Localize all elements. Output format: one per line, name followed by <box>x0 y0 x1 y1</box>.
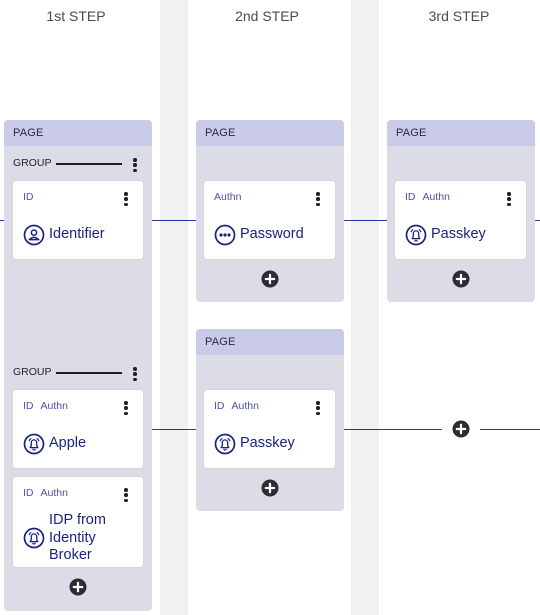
card-menu-button[interactable] <box>121 400 131 416</box>
factor-card-identifier[interactable]: ID Identifier <box>13 181 143 259</box>
user-circle-icon <box>23 224 45 246</box>
tag-authn: Authn <box>422 191 450 203</box>
plus-circle-icon <box>261 479 279 497</box>
group-label: GROUP <box>13 366 52 378</box>
card-menu-button[interactable] <box>504 191 514 207</box>
group-label: GROUP <box>13 157 52 169</box>
factor-tags: ID Authn <box>23 400 75 412</box>
factor-card-idp[interactable]: ID Authn IDP from Identity Broker <box>13 477 143 567</box>
group-menu-button[interactable] <box>130 157 140 173</box>
tag-authn: Authn <box>214 191 242 203</box>
card-menu-button[interactable] <box>121 191 131 207</box>
page-step2-a: PAGE Authn Password <box>196 120 344 302</box>
plus-circle-icon <box>452 420 470 438</box>
factor-tags: ID Authn <box>405 191 457 203</box>
add-page-button[interactable] <box>452 420 470 438</box>
add-factor-button[interactable] <box>452 270 470 288</box>
factor-card-apple[interactable]: ID Authn Apple <box>13 390 143 468</box>
add-factor-button[interactable] <box>69 578 87 596</box>
group-divider <box>56 163 122 165</box>
tag-authn: Authn <box>40 400 68 412</box>
factor-tags: ID Authn <box>214 400 266 412</box>
factor-card-passkey[interactable]: ID Authn Passkey <box>395 181 526 259</box>
factor-label: IDP from Identity Broker <box>49 512 106 563</box>
group-header: GROUP <box>13 156 147 172</box>
factor-card-passkey[interactable]: ID Authn Passkey <box>204 390 335 468</box>
tag-id: ID <box>405 191 416 203</box>
connector-line <box>152 220 196 221</box>
alarm-bell-icon <box>23 433 45 455</box>
tag-id: ID <box>23 400 34 412</box>
factor-tags: ID Authn <box>23 487 75 499</box>
alarm-bell-icon <box>23 527 45 549</box>
plus-circle-icon <box>452 270 470 288</box>
factor-label: Identifier <box>49 226 105 243</box>
card-menu-button[interactable] <box>121 487 131 503</box>
step-lane-bg-1 <box>160 0 188 615</box>
step-lane-bg-2 <box>351 0 379 615</box>
page-step3: PAGE ID Authn Passkey <box>387 120 535 302</box>
card-menu-button[interactable] <box>313 400 323 416</box>
page-header: PAGE <box>196 329 344 355</box>
alarm-bell-icon <box>214 433 236 455</box>
step-header-3: 3rd STEP <box>428 8 490 24</box>
group-menu-button[interactable] <box>130 366 140 382</box>
add-factor-button[interactable] <box>261 479 279 497</box>
connector-line <box>535 220 540 221</box>
plus-circle-icon <box>261 270 279 288</box>
factor-tags: ID <box>23 191 41 203</box>
tag-id: ID <box>23 487 34 499</box>
alarm-bell-icon <box>405 224 427 246</box>
tag-authn: Authn <box>231 400 259 412</box>
connector-line <box>0 220 6 221</box>
factor-label: Password <box>240 226 304 243</box>
tag-id: ID <box>23 191 34 203</box>
connector-line <box>344 429 442 430</box>
add-factor-button[interactable] <box>261 270 279 288</box>
factor-label: Passkey <box>431 226 486 243</box>
connector-line <box>344 220 388 221</box>
factor-tags: Authn <box>214 191 248 203</box>
tag-id: ID <box>214 400 225 412</box>
page-step2-b: PAGE ID Authn Passkey <box>196 329 344 511</box>
connector-line <box>480 429 540 430</box>
page-header: PAGE <box>4 120 152 146</box>
factor-card-password[interactable]: Authn Password <box>204 181 335 259</box>
group-divider <box>56 372 122 374</box>
password-dots-icon <box>214 224 236 246</box>
connector-line <box>152 429 196 430</box>
step-header-1: 1st STEP <box>46 8 106 24</box>
page-step1: PAGE GROUP ID Identifier GROUP ID Authn A… <box>4 120 152 611</box>
factor-label: Apple <box>49 435 87 452</box>
step-header-2: 2nd STEP <box>235 8 299 24</box>
page-header: PAGE <box>387 120 535 146</box>
tag-authn: Authn <box>40 487 68 499</box>
factor-label: Passkey <box>240 435 295 452</box>
page-header: PAGE <box>196 120 344 146</box>
plus-circle-icon <box>69 578 87 596</box>
card-menu-button[interactable] <box>313 191 323 207</box>
group-header: GROUP <box>13 365 147 381</box>
